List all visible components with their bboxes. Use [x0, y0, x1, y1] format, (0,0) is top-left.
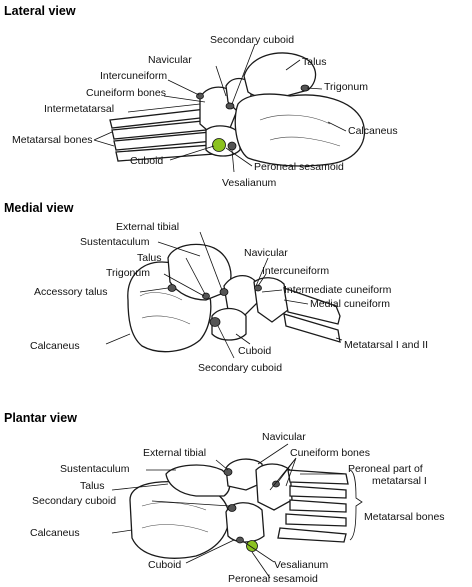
plantar-metatarsal-1	[287, 469, 349, 485]
lateral-label-calcaneus: Calcaneus	[348, 125, 398, 137]
medial-secondary-cuboid-ossicle	[209, 317, 221, 327]
lateral-calcaneus-bone	[234, 93, 366, 167]
plantar-metatarsal-3	[289, 499, 347, 513]
plantar-cuneiform-ossicle	[272, 480, 280, 488]
medial-talus-bone	[167, 243, 232, 301]
plantar-label-calcaneus: Calcaneus	[30, 527, 80, 539]
plantar-label-external-tibial: External tibial	[143, 447, 206, 459]
medial-leader-lines	[105, 231, 343, 359]
medial-label-navicular: Navicular	[244, 247, 288, 259]
plantar-metatarsal-brace	[349, 469, 363, 541]
medial-foot-drawing	[127, 243, 341, 353]
medial-view-panel: Medial view	[4, 201, 428, 374]
plantar-view-title: Plantar view	[4, 411, 77, 425]
lateral-label-intermetatarsal: Intermetatarsal	[44, 103, 114, 115]
plantar-label-navicular: Navicular	[262, 431, 306, 443]
plantar-label-peroneal-part-1: Peroneal part of	[348, 463, 423, 475]
lateral-label-navicular: Navicular	[148, 54, 192, 66]
medial-trigonum-ossicle	[202, 292, 210, 300]
plantar-label-talus: Talus	[80, 480, 105, 492]
plantar-navicular-bone	[225, 458, 265, 491]
lateral-leader-lines	[93, 43, 347, 173]
medial-intercuneiform-ossicle	[254, 284, 262, 292]
medial-accessory-talus-ossicle	[167, 284, 177, 292]
medial-metatarsal-1	[283, 287, 341, 325]
lateral-foot-drawing	[109, 52, 366, 167]
lateral-calcaneus-shading	[259, 114, 341, 147]
medial-metatarsal-2	[283, 313, 341, 343]
lateral-label-cuboid: Cuboid	[130, 155, 163, 167]
plantar-external-tibial-ossicle	[223, 468, 233, 476]
medial-label-accessory-talus: Accessory talus	[34, 286, 108, 298]
plantar-label-vesalianum: Vesalianum	[274, 559, 329, 571]
plantar-label-peroneal-sesamoid: Peroneal sesamoid	[228, 573, 318, 585]
medial-label-sustentaculum: Sustentaculum	[80, 236, 150, 248]
medial-cuboid-bone	[211, 307, 247, 341]
medial-view-title: Medial view	[4, 201, 74, 215]
medial-label-external-tibial: External tibial	[116, 221, 179, 233]
medial-label-medial-cuneiform: Medial cuneiform	[310, 298, 390, 310]
lateral-label-vesalianum: Vesalianum	[222, 177, 277, 189]
lateral-view-panel: Lateral view	[4, 4, 398, 189]
plantar-label-secondary-cuboid: Secondary cuboid	[32, 495, 116, 507]
plantar-calcaneus-shading	[141, 502, 209, 533]
plantar-metatarsal-5	[277, 527, 347, 543]
plantar-label-peroneal-part-2: metatarsal I	[372, 475, 427, 487]
lateral-label-trigonum: Trigonum	[324, 81, 368, 93]
plantar-label-metatarsal-bones: Metatarsal bones	[364, 511, 445, 523]
plantar-metatarsal-4	[285, 513, 347, 527]
lateral-secondary-cuboid-ossicle	[225, 102, 235, 110]
medial-label-trigonum: Trigonum	[106, 267, 150, 279]
plantar-view-panel: Plantar view	[4, 411, 445, 585]
lateral-label-talus: Talus	[302, 56, 327, 68]
plantar-vesalianum-ossicle	[236, 536, 244, 544]
plantar-secondary-cuboid-ossicle	[227, 504, 237, 512]
medial-label-talus: Talus	[137, 252, 162, 264]
medial-label-intermediate-cuneiform: Intermediate cuneiform	[284, 284, 392, 296]
plantar-cuboid-bone	[225, 502, 265, 543]
lateral-view-title: Lateral view	[4, 4, 76, 18]
lateral-peroneal-sesamoid-highlight	[212, 138, 226, 152]
plantar-label-cuneiform-bones: Cuneiform bones	[290, 447, 370, 459]
lateral-label-intercuneiform: Intercuneiform	[100, 70, 167, 82]
lateral-label-secondary-cuboid: Secondary cuboid	[210, 34, 294, 46]
medial-label-intercuneiform: Intercuneiform	[262, 265, 329, 277]
medial-external-tibial-ossicle	[219, 288, 229, 296]
medial-label-calcaneus: Calcaneus	[30, 340, 80, 352]
medial-label-metatarsal-i-ii: Metatarsal I and II	[344, 339, 428, 351]
medial-label-secondary-cuboid: Secondary cuboid	[198, 362, 282, 374]
lateral-vesalianum-ossicle	[227, 141, 237, 151]
plantar-metatarsal-2	[289, 485, 347, 499]
lateral-label-peroneal-sesamoid: Peroneal sesamoid	[254, 161, 344, 173]
medial-label-cuboid: Cuboid	[238, 345, 271, 357]
medial-navicular-bone	[223, 275, 259, 317]
lateral-label-metatarsal-bones: Metatarsal bones	[12, 134, 93, 146]
lateral-label-cuneiform-bones: Cuneiform bones	[86, 87, 166, 99]
plantar-leader-lines	[111, 443, 344, 579]
medial-calcaneus-shading	[139, 292, 191, 325]
plantar-label-sustentaculum: Sustentaculum	[60, 463, 130, 475]
plantar-label-cuboid: Cuboid	[148, 559, 181, 571]
